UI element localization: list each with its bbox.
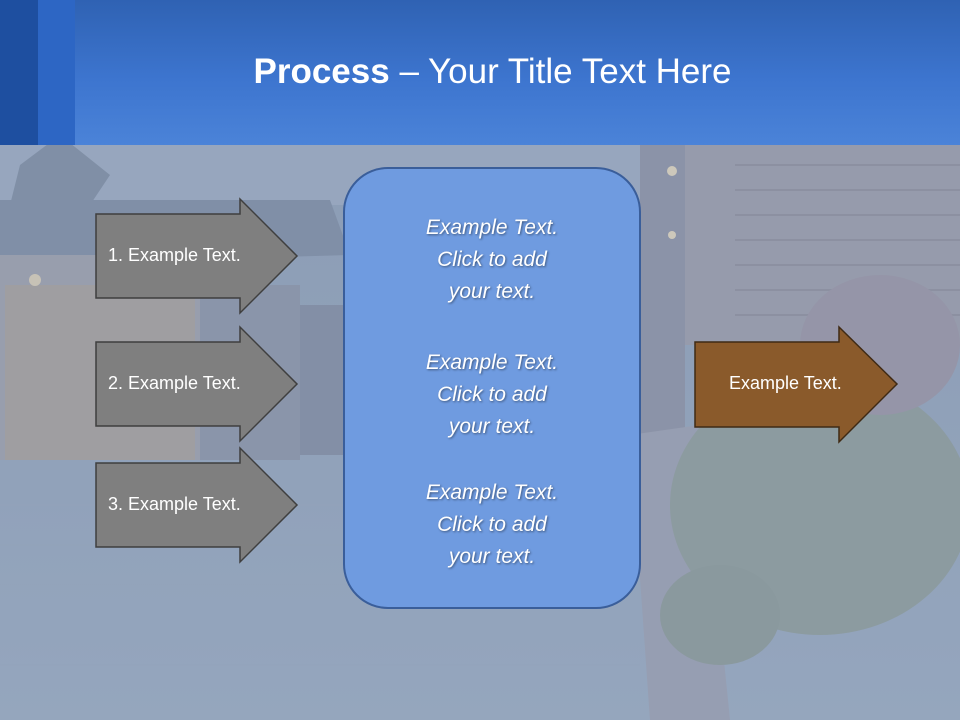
right-arrow[interactable] — [694, 325, 899, 444]
center-text-block: Example Text. Click to add your text. — [344, 212, 640, 308]
center-text-line: your text. — [448, 545, 536, 568]
center-text-line: Example Text. — [425, 481, 559, 504]
left-arrow-label: 3. Example Text. — [108, 494, 241, 514]
left-arrow-1[interactable] — [95, 197, 299, 315]
accent-strip — [0, 0, 38, 145]
center-text-line: Click to add — [437, 513, 547, 536]
title-bar — [0, 0, 960, 145]
center-text-line: your text. — [448, 415, 536, 438]
center-text-line: Example Text. — [425, 216, 559, 239]
slide-title: Process – Your Title Text Here — [0, 52, 960, 92]
center-box[interactable] — [343, 167, 641, 609]
left-arrow-label: 1. Example Text. — [108, 245, 241, 265]
accent-strip — [38, 0, 75, 145]
center-text-line: Click to add — [437, 383, 547, 406]
center-text-block: Example Text. Click to add your text. — [344, 477, 640, 573]
center-text-line: your text. — [448, 280, 536, 303]
left-arrow-label: 2. Example Text. — [108, 373, 241, 393]
right-arrow-label: Example Text. — [729, 373, 842, 393]
center-text-line: Example Text. — [425, 351, 559, 374]
center-text-line: Click to add — [437, 248, 547, 271]
left-arrow-2[interactable] — [95, 325, 299, 443]
center-text-block: Example Text. Click to add your text. — [344, 347, 640, 443]
title-bold: Process — [253, 52, 390, 91]
left-arrow-3[interactable] — [95, 446, 299, 564]
title-rest: – Your Title Text Here — [389, 52, 732, 91]
